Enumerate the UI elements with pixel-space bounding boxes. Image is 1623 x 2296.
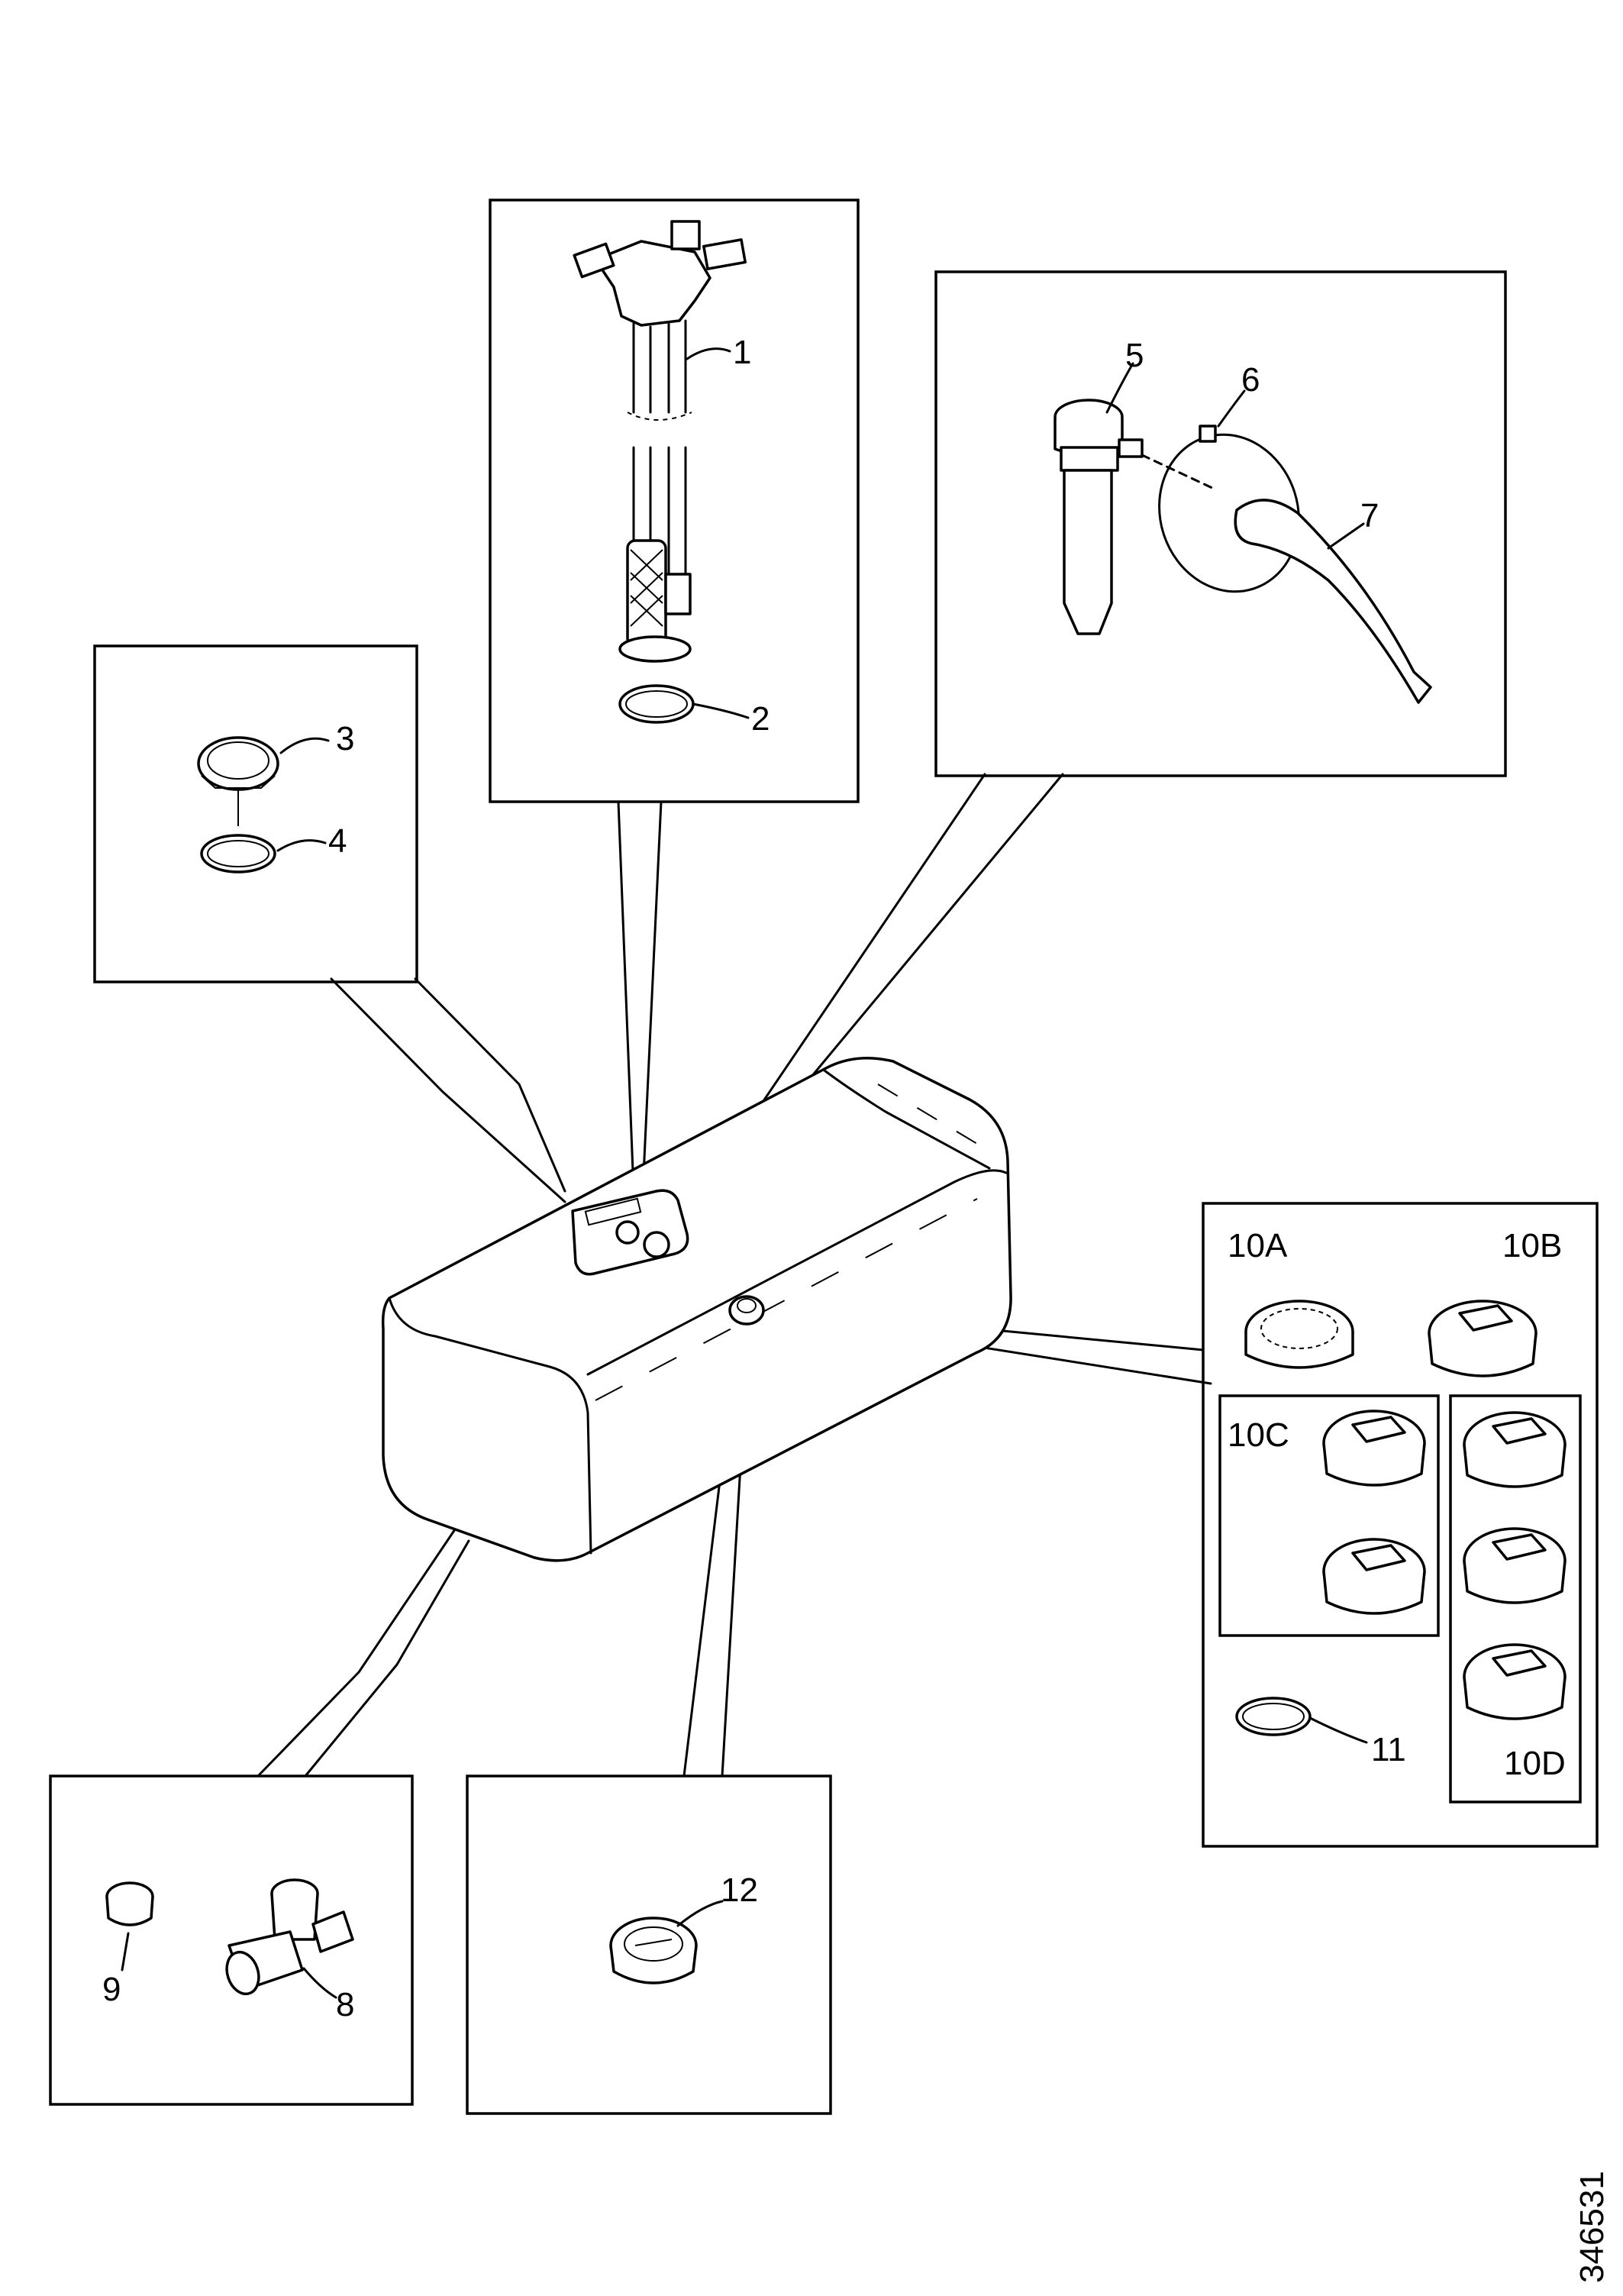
callout-10c: 10C: [1228, 1416, 1289, 1454]
callout-8: 8: [336, 1986, 354, 2023]
box-drain-plug: 12: [466, 1774, 832, 2115]
box-vent-valve: 5 6 7: [934, 270, 1507, 777]
callout-11: 11: [1371, 1731, 1406, 1768]
callout-7: 7: [1360, 497, 1379, 534]
box-filler-caps: 10A 10B 10C 10D: [1202, 1202, 1599, 1848]
callout-10b: 10B: [1502, 1227, 1562, 1264]
box-level-sender: 1 2: [489, 199, 860, 803]
callout-4: 4: [328, 822, 347, 860]
callout-9: 9: [102, 1971, 121, 2008]
callout-2: 2: [751, 700, 770, 738]
callout-12: 12: [721, 1871, 758, 1909]
callout-10d: 10D: [1504, 1745, 1566, 1782]
fuel-tank: [381, 1057, 1012, 1562]
cap-10d-icons: 10D: [1463, 1411, 1567, 1782]
callout-5: 5: [1125, 337, 1144, 374]
box-fittings: 9 8: [49, 1774, 414, 2106]
cap-10c-icons: 10C: [1228, 1410, 1426, 1615]
callout-6: 6: [1241, 361, 1260, 399]
box-seals: 3 4: [93, 644, 418, 983]
cap-10b-icon: 10B: [1428, 1227, 1562, 1377]
callout-10a: 10A: [1228, 1227, 1288, 1264]
drawing-number: 346531: [1573, 2171, 1611, 2283]
callout-3: 3: [336, 720, 354, 757]
callout-1: 1: [733, 334, 751, 371]
